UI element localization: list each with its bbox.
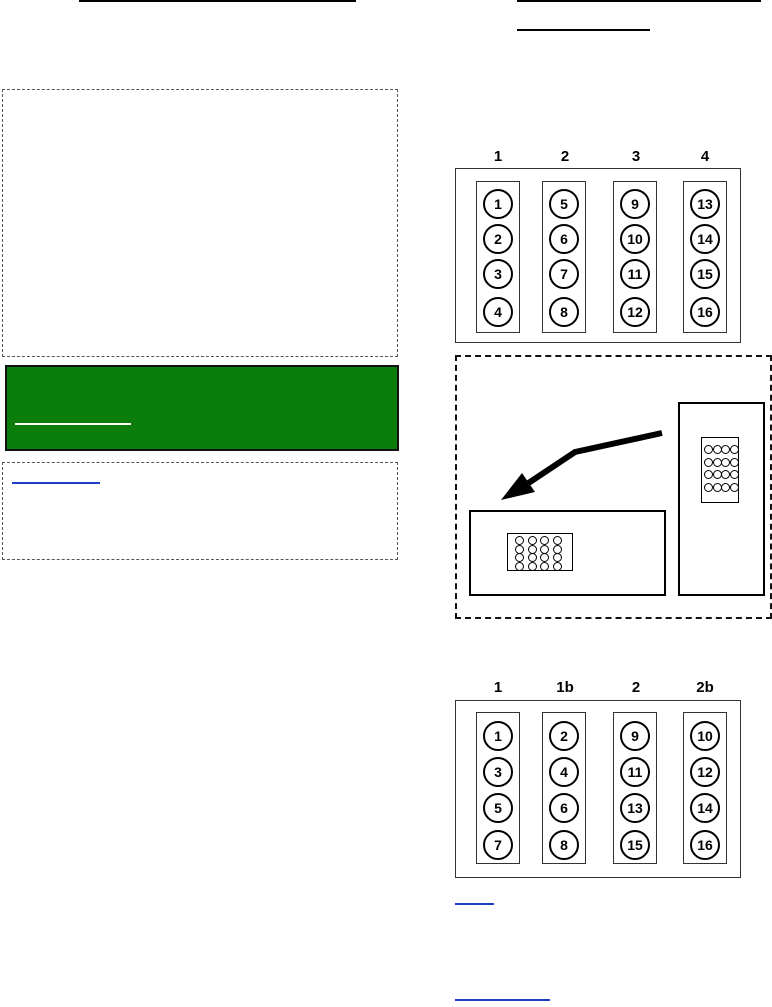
figure-link-underline[interactable] xyxy=(455,903,494,905)
well: 9 xyxy=(620,189,650,219)
well: 12 xyxy=(620,297,650,327)
well: 16 xyxy=(690,297,720,327)
well: 3 xyxy=(483,757,513,787)
mini-plate-horizontal xyxy=(507,533,573,571)
well: 2 xyxy=(483,224,513,254)
left-text-frame xyxy=(2,89,398,357)
column-label: 1 xyxy=(493,679,503,696)
column-label: 2 xyxy=(560,148,570,165)
well: 8 xyxy=(549,297,579,327)
well: 1 xyxy=(483,189,513,219)
well: 11 xyxy=(620,259,650,289)
well: 14 xyxy=(690,224,720,254)
well: 7 xyxy=(483,830,513,860)
mini-well xyxy=(515,561,524,571)
well: 6 xyxy=(549,224,579,254)
right-heading-underline-2 xyxy=(517,29,650,31)
mini-well xyxy=(729,470,739,479)
well: 11 xyxy=(620,757,650,787)
well: 5 xyxy=(483,793,513,823)
column-frame xyxy=(683,712,727,864)
well: 13 xyxy=(690,189,720,219)
transfer-arrow-icon xyxy=(501,430,663,500)
mini-plate-vertical xyxy=(701,437,739,503)
column-label: 2b xyxy=(696,679,714,696)
mini-well xyxy=(540,561,549,571)
well: 8 xyxy=(549,830,579,860)
column-frame xyxy=(476,712,520,864)
well: 4 xyxy=(549,757,579,787)
transfer-illustration-frame xyxy=(455,355,772,619)
well: 15 xyxy=(620,830,650,860)
well: 15 xyxy=(690,259,720,289)
green-callout-panel xyxy=(5,365,399,451)
source-device xyxy=(678,402,765,596)
mini-well xyxy=(729,482,739,492)
well: 10 xyxy=(690,721,720,751)
well: 7 xyxy=(549,259,579,289)
well: 16 xyxy=(690,830,720,860)
left-heading-underline xyxy=(79,0,356,2)
well: 13 xyxy=(620,793,650,823)
well: 2 xyxy=(549,721,579,751)
well: 14 xyxy=(690,793,720,823)
column-frame xyxy=(476,181,520,333)
well: 6 xyxy=(549,793,579,823)
well: 9 xyxy=(620,721,650,751)
well: 1 xyxy=(483,721,513,751)
column-frame xyxy=(683,181,727,333)
right-heading-underline xyxy=(517,0,761,2)
column-frame xyxy=(542,712,586,864)
column-label: 2 xyxy=(631,679,641,696)
column-label: 1b xyxy=(556,679,574,696)
left-frame-link-underline[interactable] xyxy=(12,482,100,484)
well: 3 xyxy=(483,259,513,289)
target-device xyxy=(469,510,666,596)
column-label: 3 xyxy=(631,148,641,165)
mini-well xyxy=(552,561,562,571)
well: 5 xyxy=(549,189,579,219)
mini-well xyxy=(729,445,739,454)
well: 4 xyxy=(483,297,513,327)
well: 10 xyxy=(620,224,650,254)
column-frame xyxy=(542,181,586,333)
column-label: 1 xyxy=(493,148,503,165)
well: 12 xyxy=(690,757,720,787)
mini-well xyxy=(527,561,537,571)
column-frame xyxy=(613,712,657,864)
column-label: 4 xyxy=(700,148,710,165)
reference-link-underline[interactable] xyxy=(455,999,550,1001)
column-frame xyxy=(613,181,657,333)
mini-well xyxy=(729,457,739,467)
green-panel-link-underline[interactable] xyxy=(15,423,131,425)
left-link-frame xyxy=(2,462,398,560)
